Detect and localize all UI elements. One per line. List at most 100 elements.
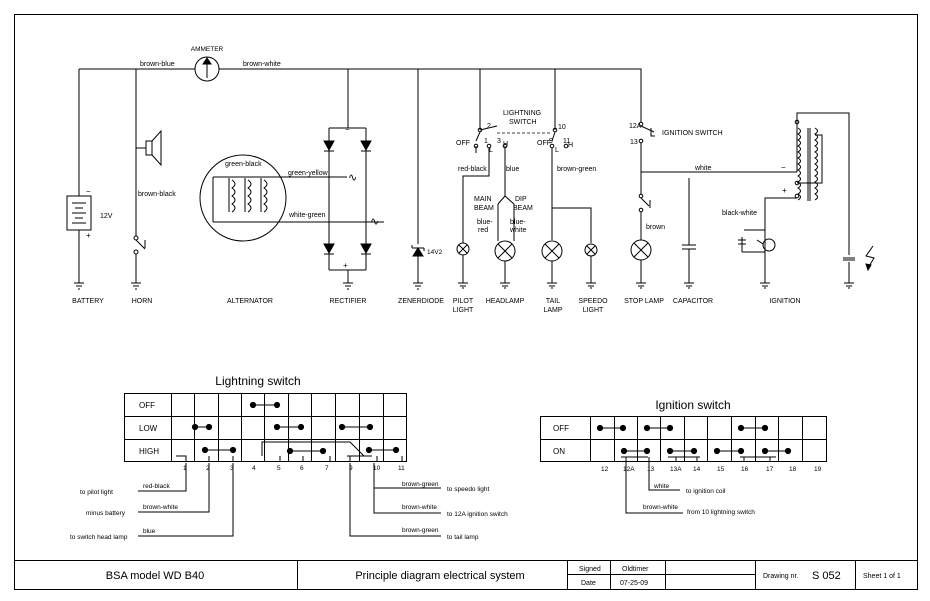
drawing-nr-label: Drawing nr. bbox=[763, 573, 798, 580]
callout-target-2: minus battery bbox=[86, 510, 126, 517]
ignition-row-on: ON bbox=[553, 447, 565, 456]
model-name: BSA model WD B40 bbox=[106, 570, 204, 582]
svg-text:2: 2 bbox=[206, 465, 210, 472]
drawing-nr-value: S 052 bbox=[812, 570, 841, 582]
svg-text:∿: ∿ bbox=[348, 172, 357, 184]
svg-text:H: H bbox=[503, 141, 508, 148]
callout-wire-5: brown-white bbox=[402, 504, 437, 511]
wire-label-brown-black: brown-black bbox=[138, 191, 176, 198]
headlamp bbox=[494, 240, 516, 289]
wire-label-green-yellow: green-yellow bbox=[288, 170, 329, 177]
capacitor bbox=[682, 178, 696, 289]
date-label: Date bbox=[581, 580, 596, 587]
callout-target-1: to pilot light bbox=[80, 489, 113, 496]
wire-label-black-white: black-white bbox=[722, 210, 757, 217]
ign-callout-target-1: to ignition coil bbox=[686, 488, 726, 495]
svg-text:OFF: OFF bbox=[456, 140, 470, 147]
wire-label-blue: blue bbox=[506, 166, 519, 173]
label-pilot-light: PILOT bbox=[453, 298, 474, 305]
main-supply-line bbox=[79, 68, 642, 122]
wire-label-white: white bbox=[694, 165, 711, 172]
label-speedo-light: SPEEDO bbox=[578, 298, 608, 305]
svg-text:10: 10 bbox=[558, 124, 566, 131]
callout-wire-3: blue bbox=[143, 528, 156, 535]
svg-text:SWITCH: SWITCH bbox=[509, 119, 537, 126]
svg-text:18: 18 bbox=[789, 466, 797, 473]
svg-text:3: 3 bbox=[230, 465, 234, 472]
svg-text:15: 15 bbox=[717, 466, 725, 473]
svg-text:+: + bbox=[86, 231, 91, 240]
headlamp-wires bbox=[497, 160, 515, 241]
stop-lamp bbox=[630, 239, 652, 289]
label-horn: HORN bbox=[132, 298, 153, 305]
ign-callout-wire-1: white bbox=[653, 483, 670, 490]
svg-text:17: 17 bbox=[766, 466, 774, 473]
wire-label-brown-green: brown-green bbox=[557, 166, 596, 173]
callout-wire-2: brown-white bbox=[143, 504, 178, 511]
wire-label-brown-blue: brown-blue bbox=[140, 61, 175, 68]
svg-text:BEAM: BEAM bbox=[513, 205, 533, 212]
label-headlamp: HEADLAMP bbox=[486, 298, 525, 305]
svg-text:LIGHT: LIGHT bbox=[583, 307, 604, 314]
zenerdiode: 14V2 bbox=[411, 245, 443, 290]
svg-text:DIP: DIP bbox=[515, 196, 527, 203]
svg-text:−: − bbox=[86, 187, 91, 196]
ignition-coil: − + bbox=[764, 112, 875, 289]
wire-label-brown-white: brown-white bbox=[243, 61, 281, 68]
wire-label-red-black: red-black bbox=[458, 166, 487, 173]
svg-text:7: 7 bbox=[325, 465, 329, 472]
svg-text:+: + bbox=[782, 186, 787, 195]
wire-label-white-green: white-green bbox=[288, 212, 326, 219]
svg-text:9: 9 bbox=[349, 465, 353, 472]
svg-text:H: H bbox=[568, 142, 573, 149]
ignition-row-off: OFF bbox=[553, 424, 569, 433]
label-alternator: ALTERNATOR bbox=[227, 298, 273, 305]
lightning-switch-label: LIGHTNING bbox=[503, 110, 541, 117]
horn: brown-black bbox=[131, 129, 176, 290]
svg-text:6: 6 bbox=[300, 465, 304, 472]
speedo-light bbox=[584, 243, 598, 289]
contact-breaker bbox=[738, 229, 776, 289]
svg-text:LAMP: LAMP bbox=[543, 307, 562, 314]
pilot-light bbox=[456, 242, 470, 289]
svg-text:13: 13 bbox=[647, 466, 655, 473]
label-ignition: IGNITION bbox=[769, 298, 800, 305]
lightning-terminals: 1 2 3 4 5 6 7 9 10 11 bbox=[183, 465, 405, 472]
ign-callout-target-2: from 10 lightning switch bbox=[687, 509, 755, 516]
callout-target-3: to switch head lamp bbox=[70, 534, 128, 541]
svg-text:19: 19 bbox=[814, 466, 822, 473]
svg-text:11: 11 bbox=[398, 465, 405, 472]
tail-speedo-wire bbox=[551, 148, 592, 243]
sheet-number: Sheet 1 of 1 bbox=[863, 573, 901, 580]
component-labels: BATTERY HORN ALTERNATOR RECTIFIER ZENERD… bbox=[72, 298, 800, 314]
callout-target-5: to 12A ignition switch bbox=[447, 511, 508, 518]
svg-text:L: L bbox=[555, 147, 559, 154]
label-tail-lamp: TAIL bbox=[546, 298, 560, 305]
callout-wire-1: red-black bbox=[143, 483, 170, 490]
tail-lamp bbox=[541, 240, 563, 289]
drawing-frame bbox=[14, 14, 918, 590]
svg-text:4: 4 bbox=[252, 465, 256, 472]
callout-target-4: to speedo light bbox=[447, 486, 489, 493]
svg-text:9: 9 bbox=[549, 138, 553, 145]
title-block: BSA model WD B40 Principle diagram elect… bbox=[14, 560, 918, 590]
date-value: 07-25-09 bbox=[620, 580, 648, 587]
diagram-description: Principle diagram electrical system bbox=[355, 570, 524, 582]
label-stop-lamp: STOP LAMP bbox=[624, 298, 664, 305]
svg-text:5: 5 bbox=[277, 465, 281, 472]
label-capacitor: CAPACITOR bbox=[673, 298, 713, 305]
lightning-row-low: LOW bbox=[139, 424, 158, 433]
svg-text:blue-: blue- bbox=[510, 219, 526, 226]
callout-target-6: to tail lamp bbox=[447, 534, 479, 541]
svg-text:BEAM: BEAM bbox=[474, 205, 494, 212]
ignition-switch-label: IGNITION SWITCH bbox=[662, 130, 723, 137]
svg-text:−: − bbox=[345, 125, 350, 134]
ignition-table-title: Ignition switch bbox=[655, 398, 730, 412]
label-zenerdiode: ZENERDIODE bbox=[398, 298, 444, 305]
callout-wire-4: brown-green bbox=[402, 481, 439, 488]
ignition-switch-table: Ignition switch OFF ON 12 12A 13 13A 14 … bbox=[540, 398, 827, 516]
svg-text:−: − bbox=[781, 163, 786, 172]
ignition-switch-symbol: 12A 13 IGNITION SWITCH bbox=[629, 121, 723, 240]
svg-text:MAIN: MAIN bbox=[474, 196, 492, 203]
